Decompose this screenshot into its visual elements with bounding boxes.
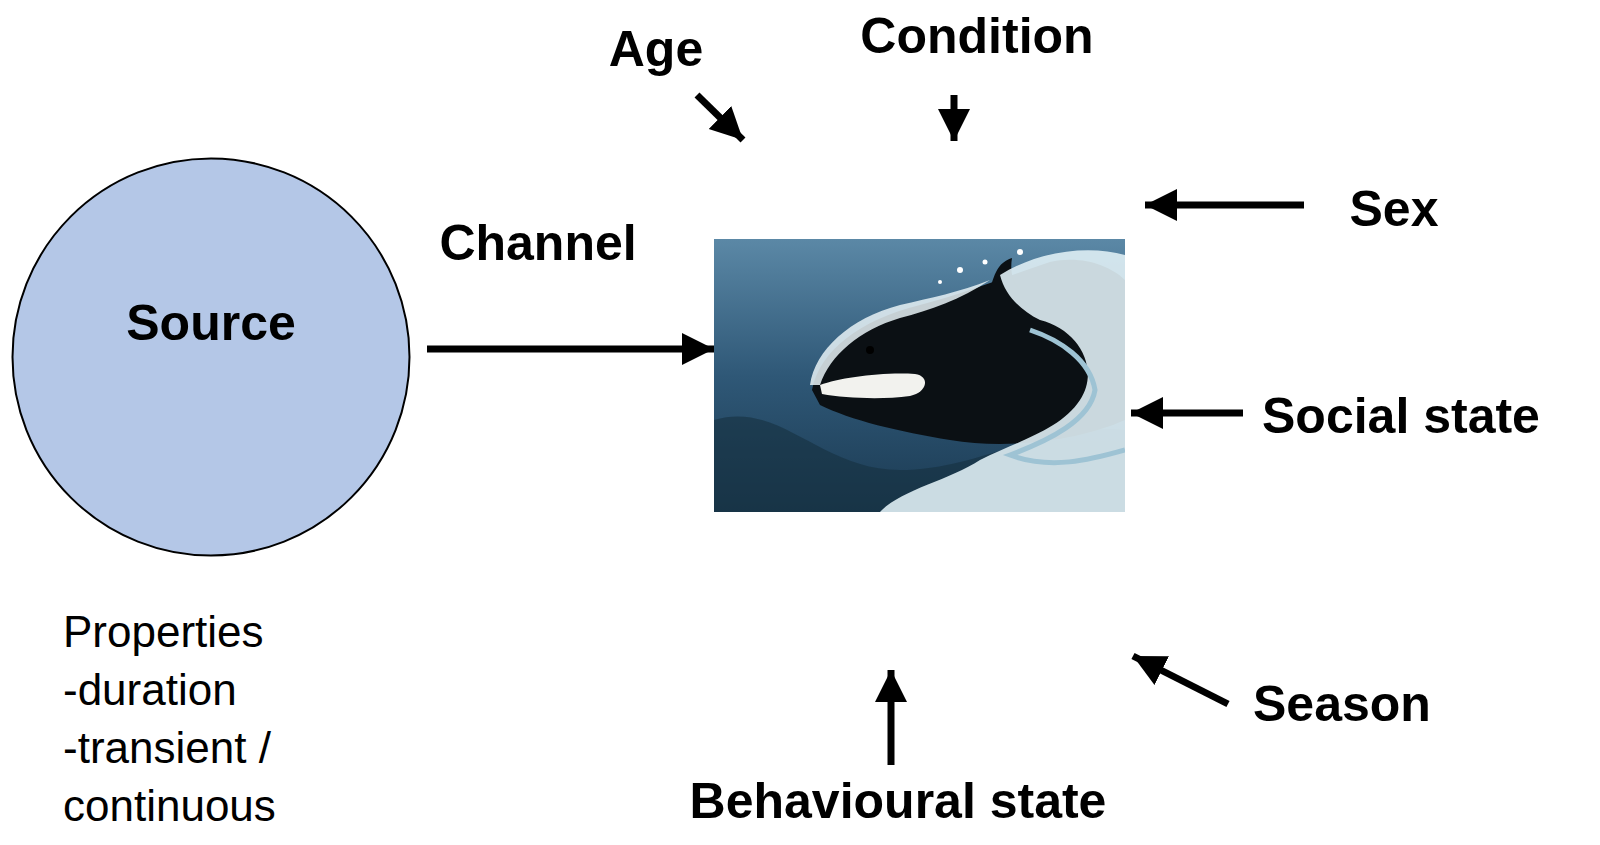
arrows bbox=[427, 95, 1304, 765]
factor-label: Behavioural state bbox=[690, 771, 1107, 831]
porpoise-belly bbox=[820, 374, 925, 399]
porpoise-photo bbox=[714, 239, 1125, 512]
wake-foam bbox=[1010, 330, 1125, 463]
factor-label: Sex bbox=[1350, 179, 1439, 239]
droplet bbox=[983, 260, 988, 265]
factor-label: Season bbox=[1253, 674, 1431, 734]
property-note: Properties bbox=[63, 603, 264, 661]
season-arrow bbox=[1133, 656, 1228, 704]
droplet bbox=[1017, 249, 1023, 255]
node-title: Source bbox=[126, 294, 296, 352]
factor-label: Condition bbox=[860, 6, 1093, 66]
source-circle: Source bbox=[11, 157, 411, 557]
circle-shape bbox=[13, 159, 410, 556]
porpoise-eye bbox=[866, 346, 874, 354]
channel-arrow bbox=[427, 346, 714, 353]
factor-label: Age bbox=[609, 19, 703, 79]
circle-outline bbox=[11, 157, 411, 557]
droplet bbox=[938, 280, 942, 284]
spray bbox=[810, 280, 990, 385]
age-arrow bbox=[697, 95, 743, 140]
sex-arrow bbox=[1145, 202, 1304, 209]
behavioural-state-arrow bbox=[888, 670, 895, 765]
property-note: -transient / continuous bbox=[63, 719, 363, 835]
sea-background bbox=[714, 239, 1125, 512]
social-state-arrow bbox=[1131, 410, 1243, 417]
condition-arrow bbox=[951, 95, 958, 141]
wake-spray bbox=[880, 250, 1125, 512]
property-note: -duration bbox=[63, 661, 237, 719]
channel-label: Channel bbox=[439, 213, 636, 273]
droplet bbox=[957, 267, 963, 273]
factor-label: Social state bbox=[1262, 386, 1540, 446]
